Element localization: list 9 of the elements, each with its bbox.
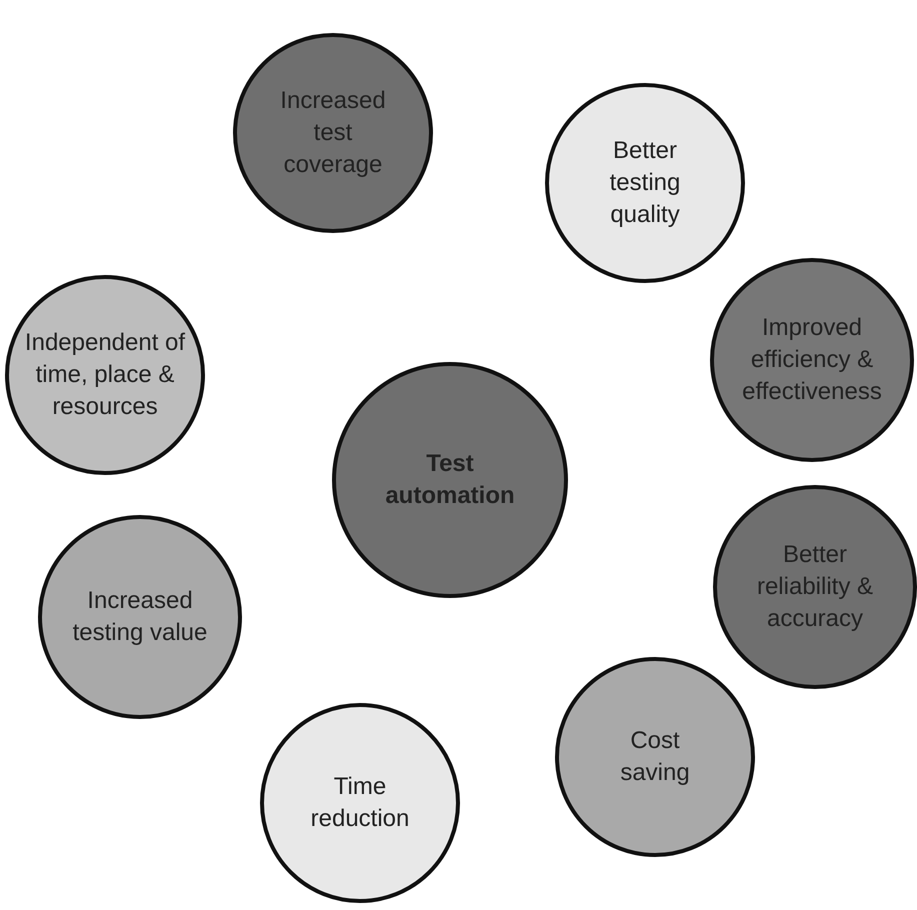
- node-label: Independent of time, place & resources: [24, 328, 186, 422]
- node-label: Cost saving: [619, 726, 691, 788]
- node-label: Better reliability & accuracy: [756, 540, 874, 634]
- node-label: Increased testing value: [72, 586, 208, 648]
- node-label: Better testing quality: [608, 136, 682, 230]
- node-label: Test automation: [384, 449, 516, 511]
- node-label: Improved efficiency & effectiveness: [741, 313, 883, 407]
- node-label: Increased test coverage: [279, 86, 387, 180]
- node-label: Time reduction: [310, 772, 410, 834]
